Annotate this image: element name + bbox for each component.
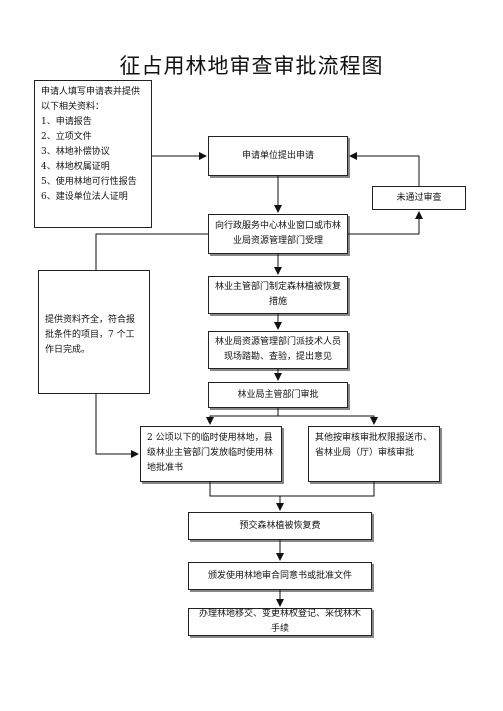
materials-box: 申请人填写申请表并提供以下相关资料： 1、申请报告 2、立项文件 3、林地补偿协… bbox=[34, 80, 152, 228]
materials-heading: 申请人填写申请表并提供以下相关资料： bbox=[41, 87, 141, 112]
step-issue-label: 颁发使用林地审合同意书或批准文件 bbox=[207, 570, 352, 581]
step-accept-label: 向行政服务中心林业窗口或市林业局资源管理部门受理 bbox=[215, 221, 342, 246]
note-box: 提供资料齐全，符合报批条件的项目，7 个工作日完成。 bbox=[38, 270, 150, 394]
step-review: 林业局主管部门审批 bbox=[208, 382, 348, 408]
step-plan: 林业主管部门制定森林植被恢复措施 bbox=[208, 276, 348, 314]
arrow-note-to-county bbox=[95, 394, 139, 458]
step-county: 2 公顷以下的临时使用林地，县级林业主管部门发放临时使用林地批准书 bbox=[140, 426, 282, 482]
step-survey: 林业局资源管理部门派技术人员现场踏勘、查验，提出意见 bbox=[208, 331, 348, 369]
step-plan-label: 林业主管部门制定森林植被恢复措施 bbox=[215, 282, 342, 307]
step-handle: 办理林地移交、变更林权登记、采伐林木手续 bbox=[188, 608, 372, 636]
step-issue: 颁发使用林地审合同意书或批准文件 bbox=[188, 562, 372, 590]
arrow-accept-to-reject bbox=[348, 211, 423, 235]
step-county-label: 2 公顷以下的临时使用林地，县级林业主管部门发放临时使用林地批准书 bbox=[147, 433, 274, 473]
materials-item: 1、申请报告 bbox=[41, 117, 92, 127]
step-reject-label: 未通过审查 bbox=[396, 192, 442, 203]
step-apply-label: 申请单位提出申请 bbox=[241, 150, 314, 161]
arrow-county-to-fee bbox=[209, 482, 284, 511]
step-fee-label: 预交森林植被恢复费 bbox=[239, 520, 321, 531]
materials-item: 5、使用林地可行性报告 bbox=[41, 177, 137, 187]
arrow-review-to-county bbox=[206, 408, 279, 425]
page-title: 征占用林地审查审批流程图 bbox=[119, 54, 384, 78]
materials-list: 1、申请报告 2、立项文件 3、林地补偿协议 4、林地权属证明 5、使用林地可行… bbox=[41, 115, 145, 205]
line-accept-to-note bbox=[95, 233, 208, 270]
step-handle-label: 办理林地移交、变更林权登记、采伐林木手续 bbox=[198, 609, 361, 634]
note-label: 提供资料齐全，符合报批条件的项目，7 个工作日完成。 bbox=[45, 315, 136, 355]
materials-item: 2、立项文件 bbox=[41, 132, 92, 142]
line-city-to-fee bbox=[280, 482, 375, 497]
arrow-review-to-city bbox=[278, 415, 378, 425]
step-accept: 向行政服务中心林业窗口或市林业局资源管理部门受理 bbox=[208, 214, 348, 254]
materials-item: 3、林地补偿协议 bbox=[41, 147, 110, 157]
step-city-label: 其他按审核审批权限报送市、省林业局（厅）审核审批 bbox=[315, 433, 433, 458]
step-city: 其他按审核审批权限报送市、省林业局（厅）审核审批 bbox=[308, 426, 440, 482]
materials-item: 4、林地权属证明 bbox=[41, 162, 110, 172]
step-survey-label: 林业局资源管理部门派技术人员现场踏勘、查验，提出意见 bbox=[215, 337, 342, 362]
step-reject: 未通过审查 bbox=[372, 186, 466, 210]
step-apply: 申请单位提出申请 bbox=[208, 136, 348, 176]
step-review-label: 林业局主管部门审批 bbox=[237, 389, 319, 400]
arrow-reject-to-apply bbox=[349, 152, 420, 186]
materials-item: 6、建设单位法人证明 bbox=[41, 192, 128, 202]
step-fee: 预交森林植被恢复费 bbox=[188, 512, 372, 540]
